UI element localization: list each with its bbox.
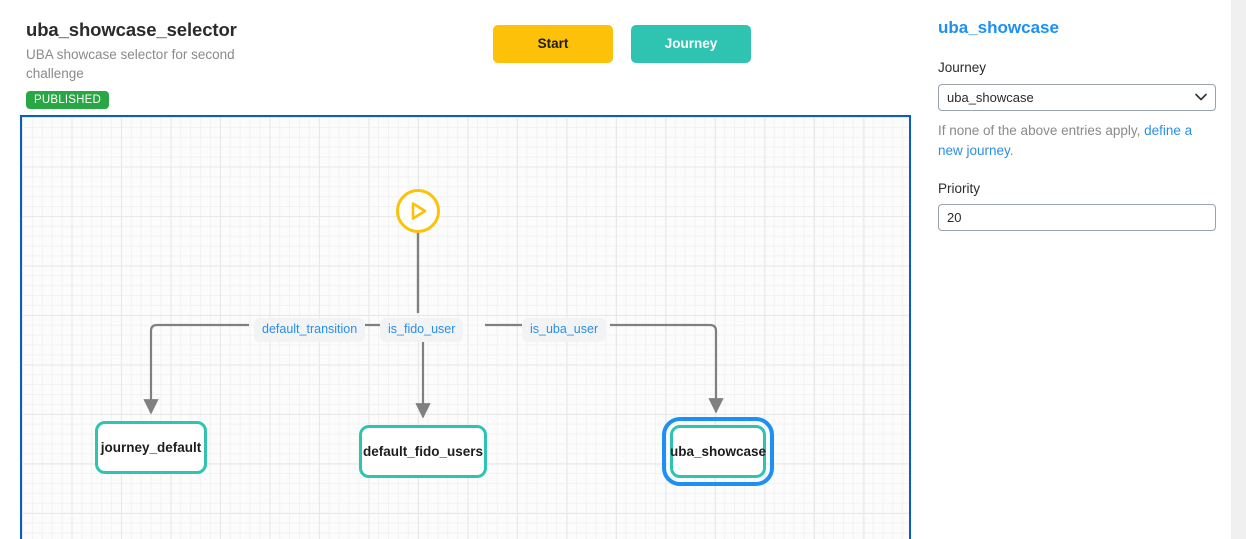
journey-hint-suffix: . xyxy=(1009,142,1014,158)
journey-select[interactable]: uba_showcase xyxy=(938,83,1216,111)
journey-hint-prefix: If none of the above entries apply, xyxy=(938,122,1145,138)
start-node[interactable] xyxy=(396,189,440,233)
page-subtitle: UBA showcase selector for second challen… xyxy=(26,47,235,82)
transition-is-uba-user[interactable]: is_uba_user xyxy=(522,318,607,342)
transition-default-transition[interactable]: default_transition xyxy=(254,318,366,342)
flow-canvas[interactable]: default_transition is_fido_user is_uba_u… xyxy=(20,115,911,539)
page-title: uba_showcase_selector xyxy=(26,19,237,40)
define-new-journey-link[interactable]: define a new journey xyxy=(938,122,1193,158)
flow-header: uba_showcase_selector UBA showcase selec… xyxy=(26,19,326,110)
journey-field-label: Journey xyxy=(938,60,987,76)
journey-hint: If none of the above entries apply, defi… xyxy=(938,121,1216,162)
node-default-fido-users[interactable]: default_fido_users xyxy=(359,425,487,478)
start-button[interactable]: Start xyxy=(493,25,613,63)
properties-sidebar: uba_showcase Journey uba_showcase If non… xyxy=(938,18,1223,232)
transition-is-fido-user[interactable]: is_fido_user xyxy=(380,318,464,342)
toolbar: Start Journey xyxy=(493,25,751,63)
sidebar-title: uba_showcase xyxy=(938,18,1059,37)
node-uba-showcase[interactable]: uba_showcase xyxy=(662,417,774,486)
status-badge: PUBLISHED xyxy=(26,90,109,110)
edge-is-uba-user-to-uba-showcase xyxy=(610,323,724,414)
sidebar-spacer xyxy=(938,161,1223,181)
edge-default-transition-to-journey-default xyxy=(143,323,249,415)
priority-field-label: Priority xyxy=(938,181,981,197)
node-journey-default[interactable]: journey_default xyxy=(95,421,207,474)
journey-button[interactable]: Journey xyxy=(631,25,751,63)
journey-select-wrap: uba_showcase xyxy=(938,83,1216,111)
play-icon xyxy=(411,202,427,220)
priority-input[interactable] xyxy=(938,204,1216,232)
